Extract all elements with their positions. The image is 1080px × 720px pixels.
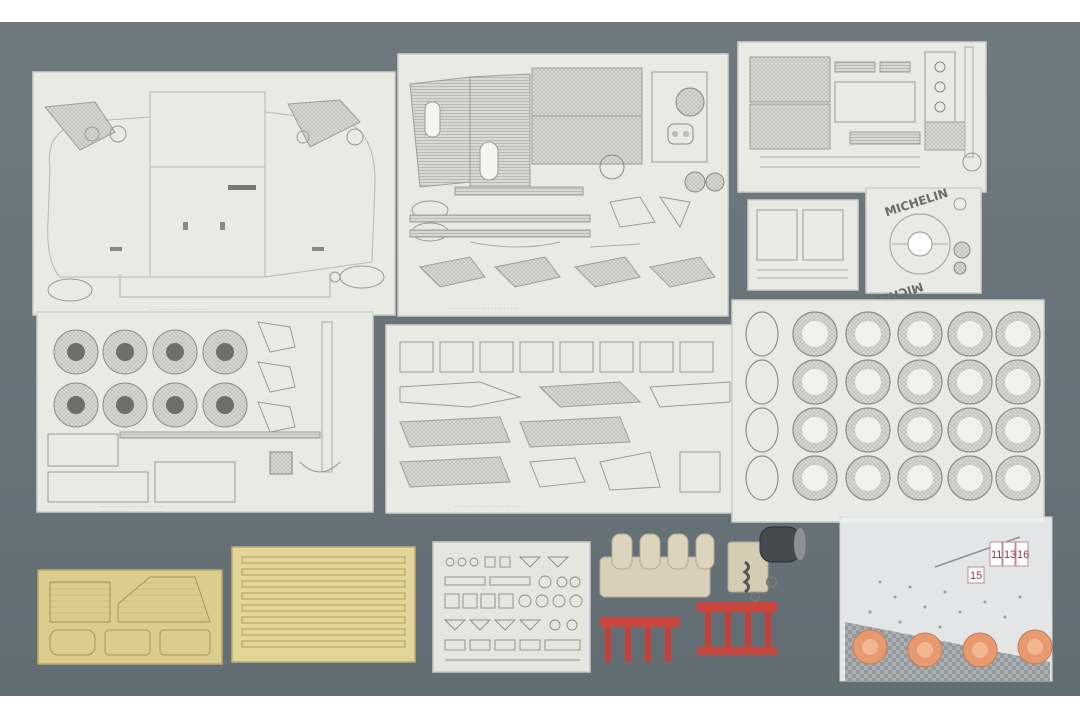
fret-michelin-logo: MICHELIN MICHELIN: [858, 186, 982, 313]
bag-tag-13: 13: [1004, 549, 1016, 561]
resin-red-parts: [600, 602, 777, 662]
fret-body-panels: · · · · · · · · · · · · · · · · · · ·: [32, 71, 396, 316]
brass-fret-strips: [231, 546, 416, 663]
bag-tag-16: 16: [1017, 549, 1029, 561]
bag-tag-15: 15: [970, 570, 982, 582]
svg-text:· · · · · · · · · · · · · · ·: · · · · · · · · · · · · · · · · · · · · …: [455, 504, 524, 510]
fret-suspension-arms: · · · · · · · · · · · · · · · · · · · · …: [385, 324, 743, 514]
fret-wheel-discs: [731, 299, 1045, 523]
brass-fret-engine: [37, 569, 223, 665]
metal-parts: [742, 526, 806, 602]
fret-small-panels: [747, 199, 859, 291]
bag-tag-11: 11: [991, 549, 1002, 561]
fret-louvre-panels: · · · · · · · · · · · · · · · · · · · · …: [397, 53, 729, 317]
resin-cream-parts: [599, 533, 769, 598]
svg-text:· · · · · · · · · · · · · · ·: · · · · · · · · · · · · · · · · · · · · …: [450, 306, 519, 312]
parts-layout: · · · · · · · · · · · · · · · · · · · · …: [32, 41, 1053, 682]
svg-text:· · · · · · · · · · · · · · ·: · · · · · · · · · · · · · · · · · · ·: [150, 307, 209, 313]
svg-text:· · · · · · · · · · · · · · ·: · · · · · · · · · · · · · · · · · · · ·: [100, 504, 162, 510]
fret-brake-discs: · · · · · · · · · · · · · · · · · · · ·: [36, 311, 374, 513]
clear-bag-parts: 11 13 16 15: [839, 516, 1053, 682]
fret-grille-small: [737, 41, 987, 193]
fret-small-details: [432, 541, 591, 673]
product-photo: · · · · · · · · · · · · · · · · · · · · …: [0, 22, 1080, 696]
